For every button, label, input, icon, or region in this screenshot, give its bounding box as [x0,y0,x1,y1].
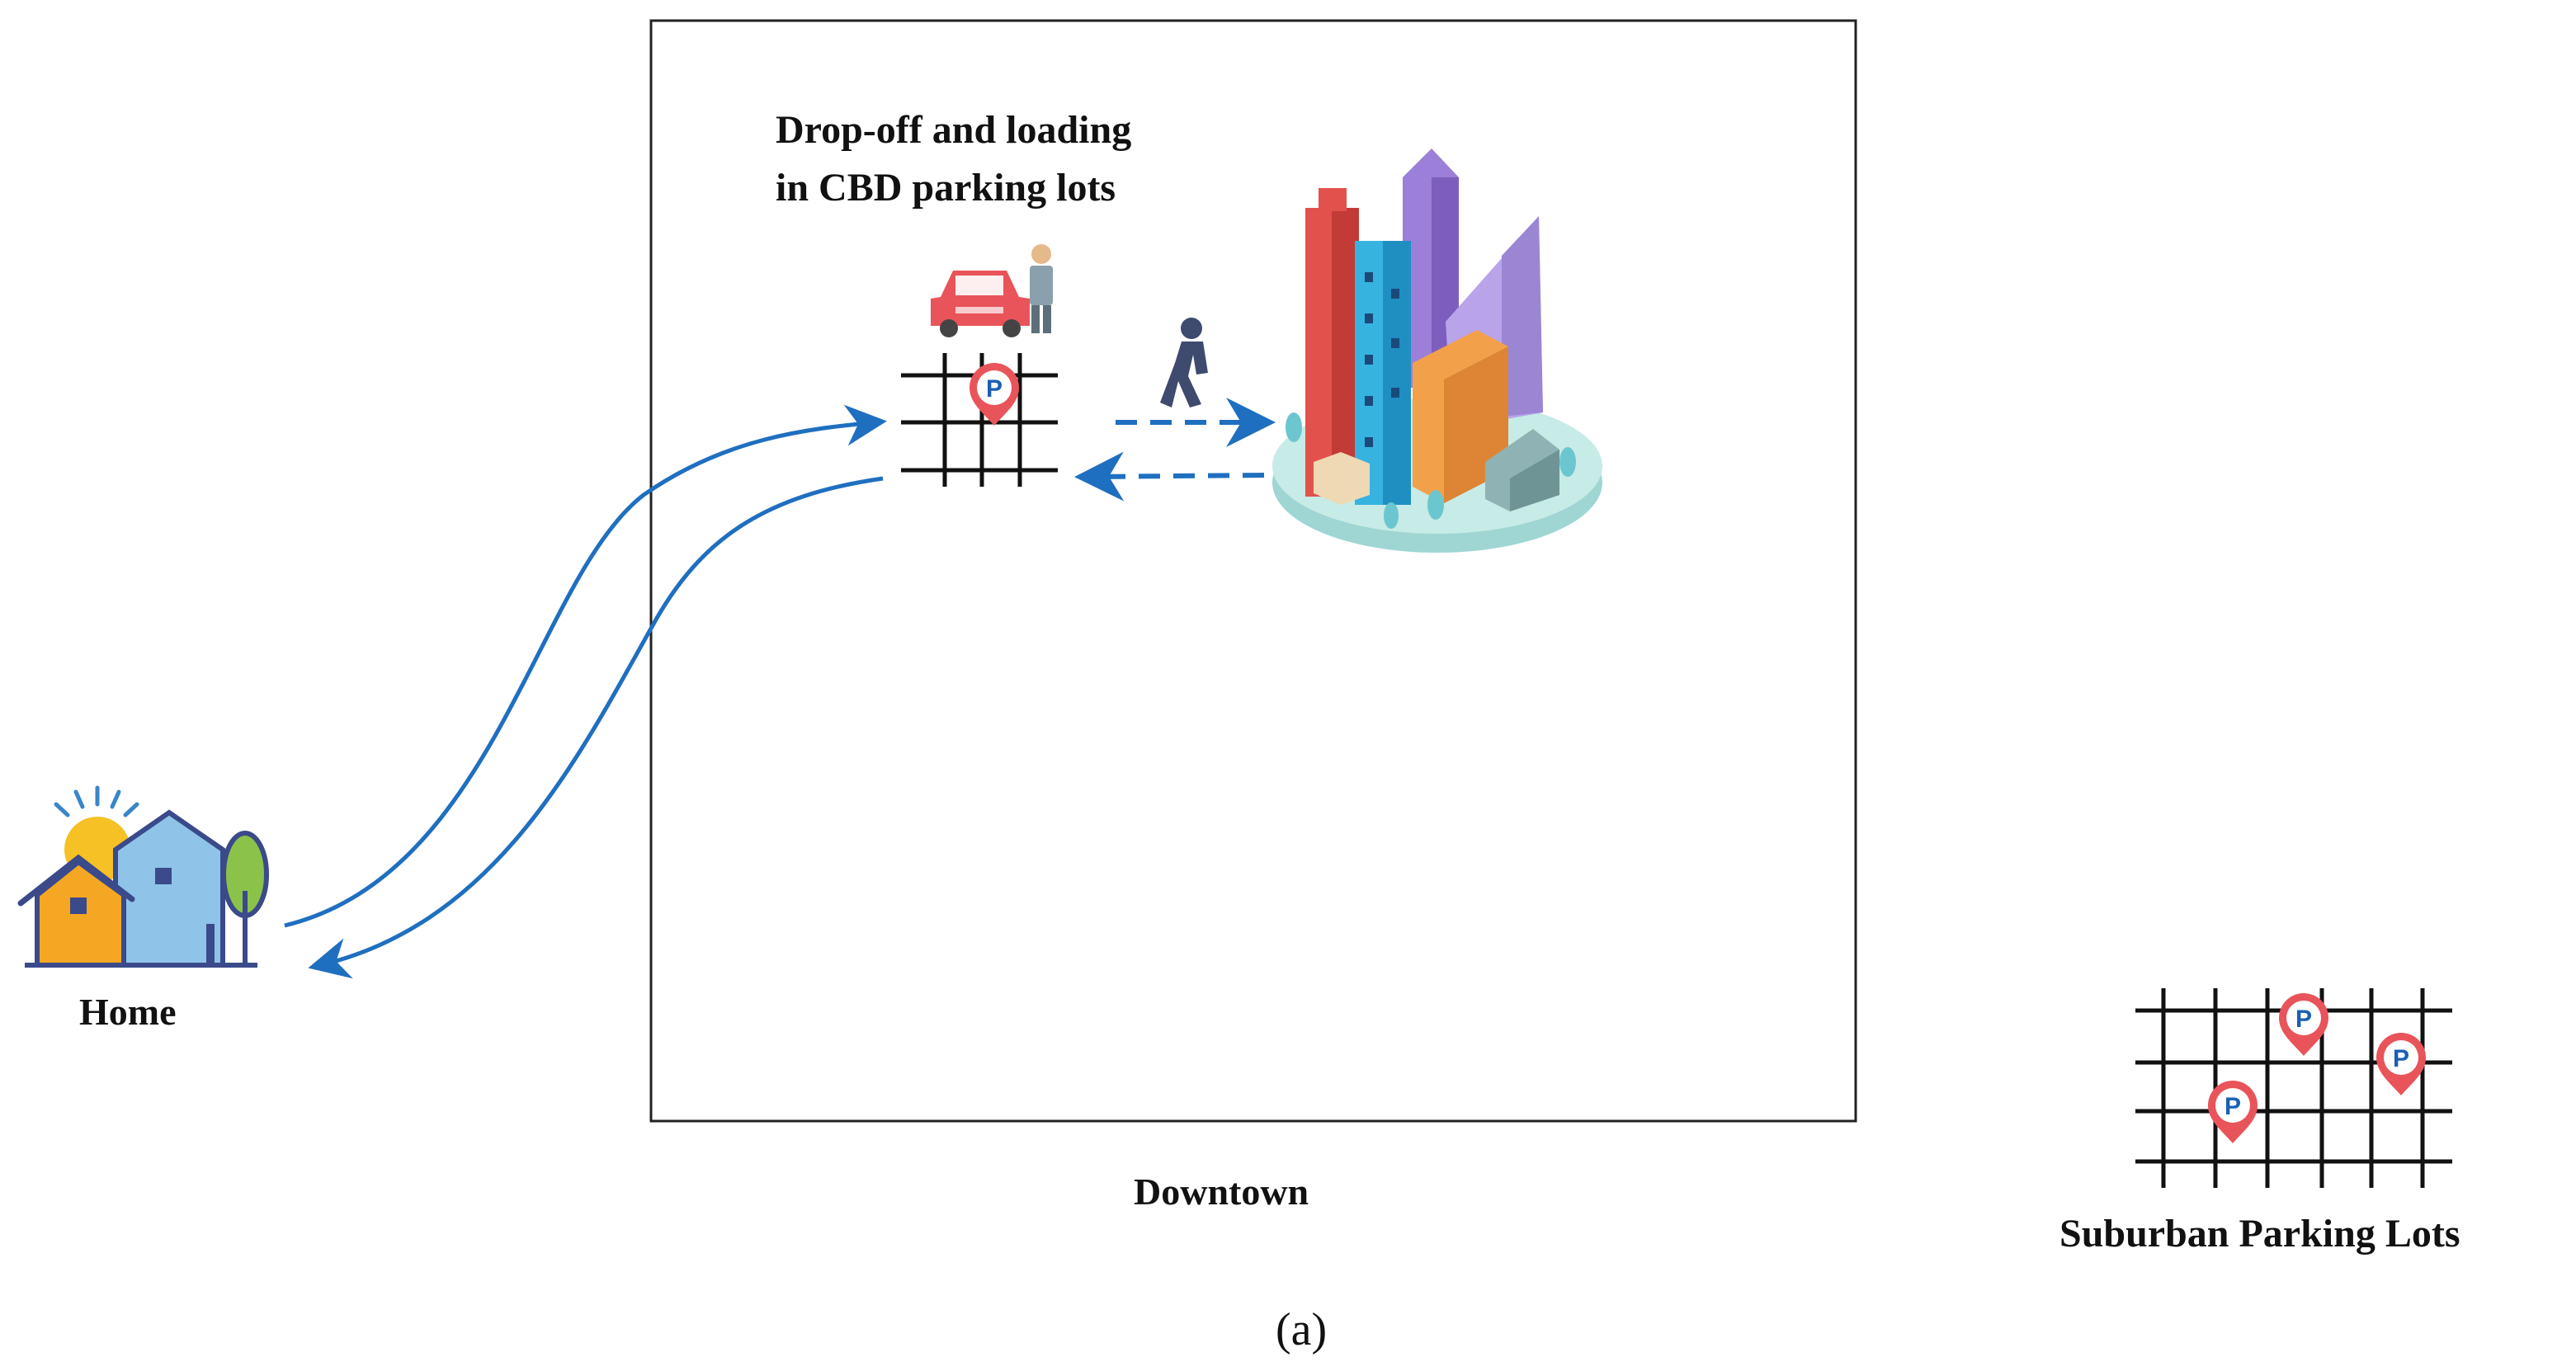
panel-label: (a) [1276,1304,1328,1355]
pedestrian-icon [1160,318,1208,408]
route-to-cbd-arrow [284,404,887,928]
city-buildings-icon [1272,148,1602,553]
route-to-home-arrow [308,476,884,979]
walk-back-arrow [1074,451,1265,502]
downtown-boundary [649,19,1857,1123]
suburban-parking-marker-icon [2376,1033,2426,1095]
car-driver-icon [931,244,1053,337]
dropoff-label-line2: in CBD parking lots [776,166,1116,210]
cbd-parking-marker-icon [970,363,1019,426]
suburban-parking-label: Suburban Parking Lots [2059,1212,2460,1256]
downtown-label: Downtown [1134,1171,1309,1213]
home-icon [17,785,269,968]
home-label: Home [79,991,177,1033]
dropoff-label-line1: Drop-off and loading [776,108,1132,152]
